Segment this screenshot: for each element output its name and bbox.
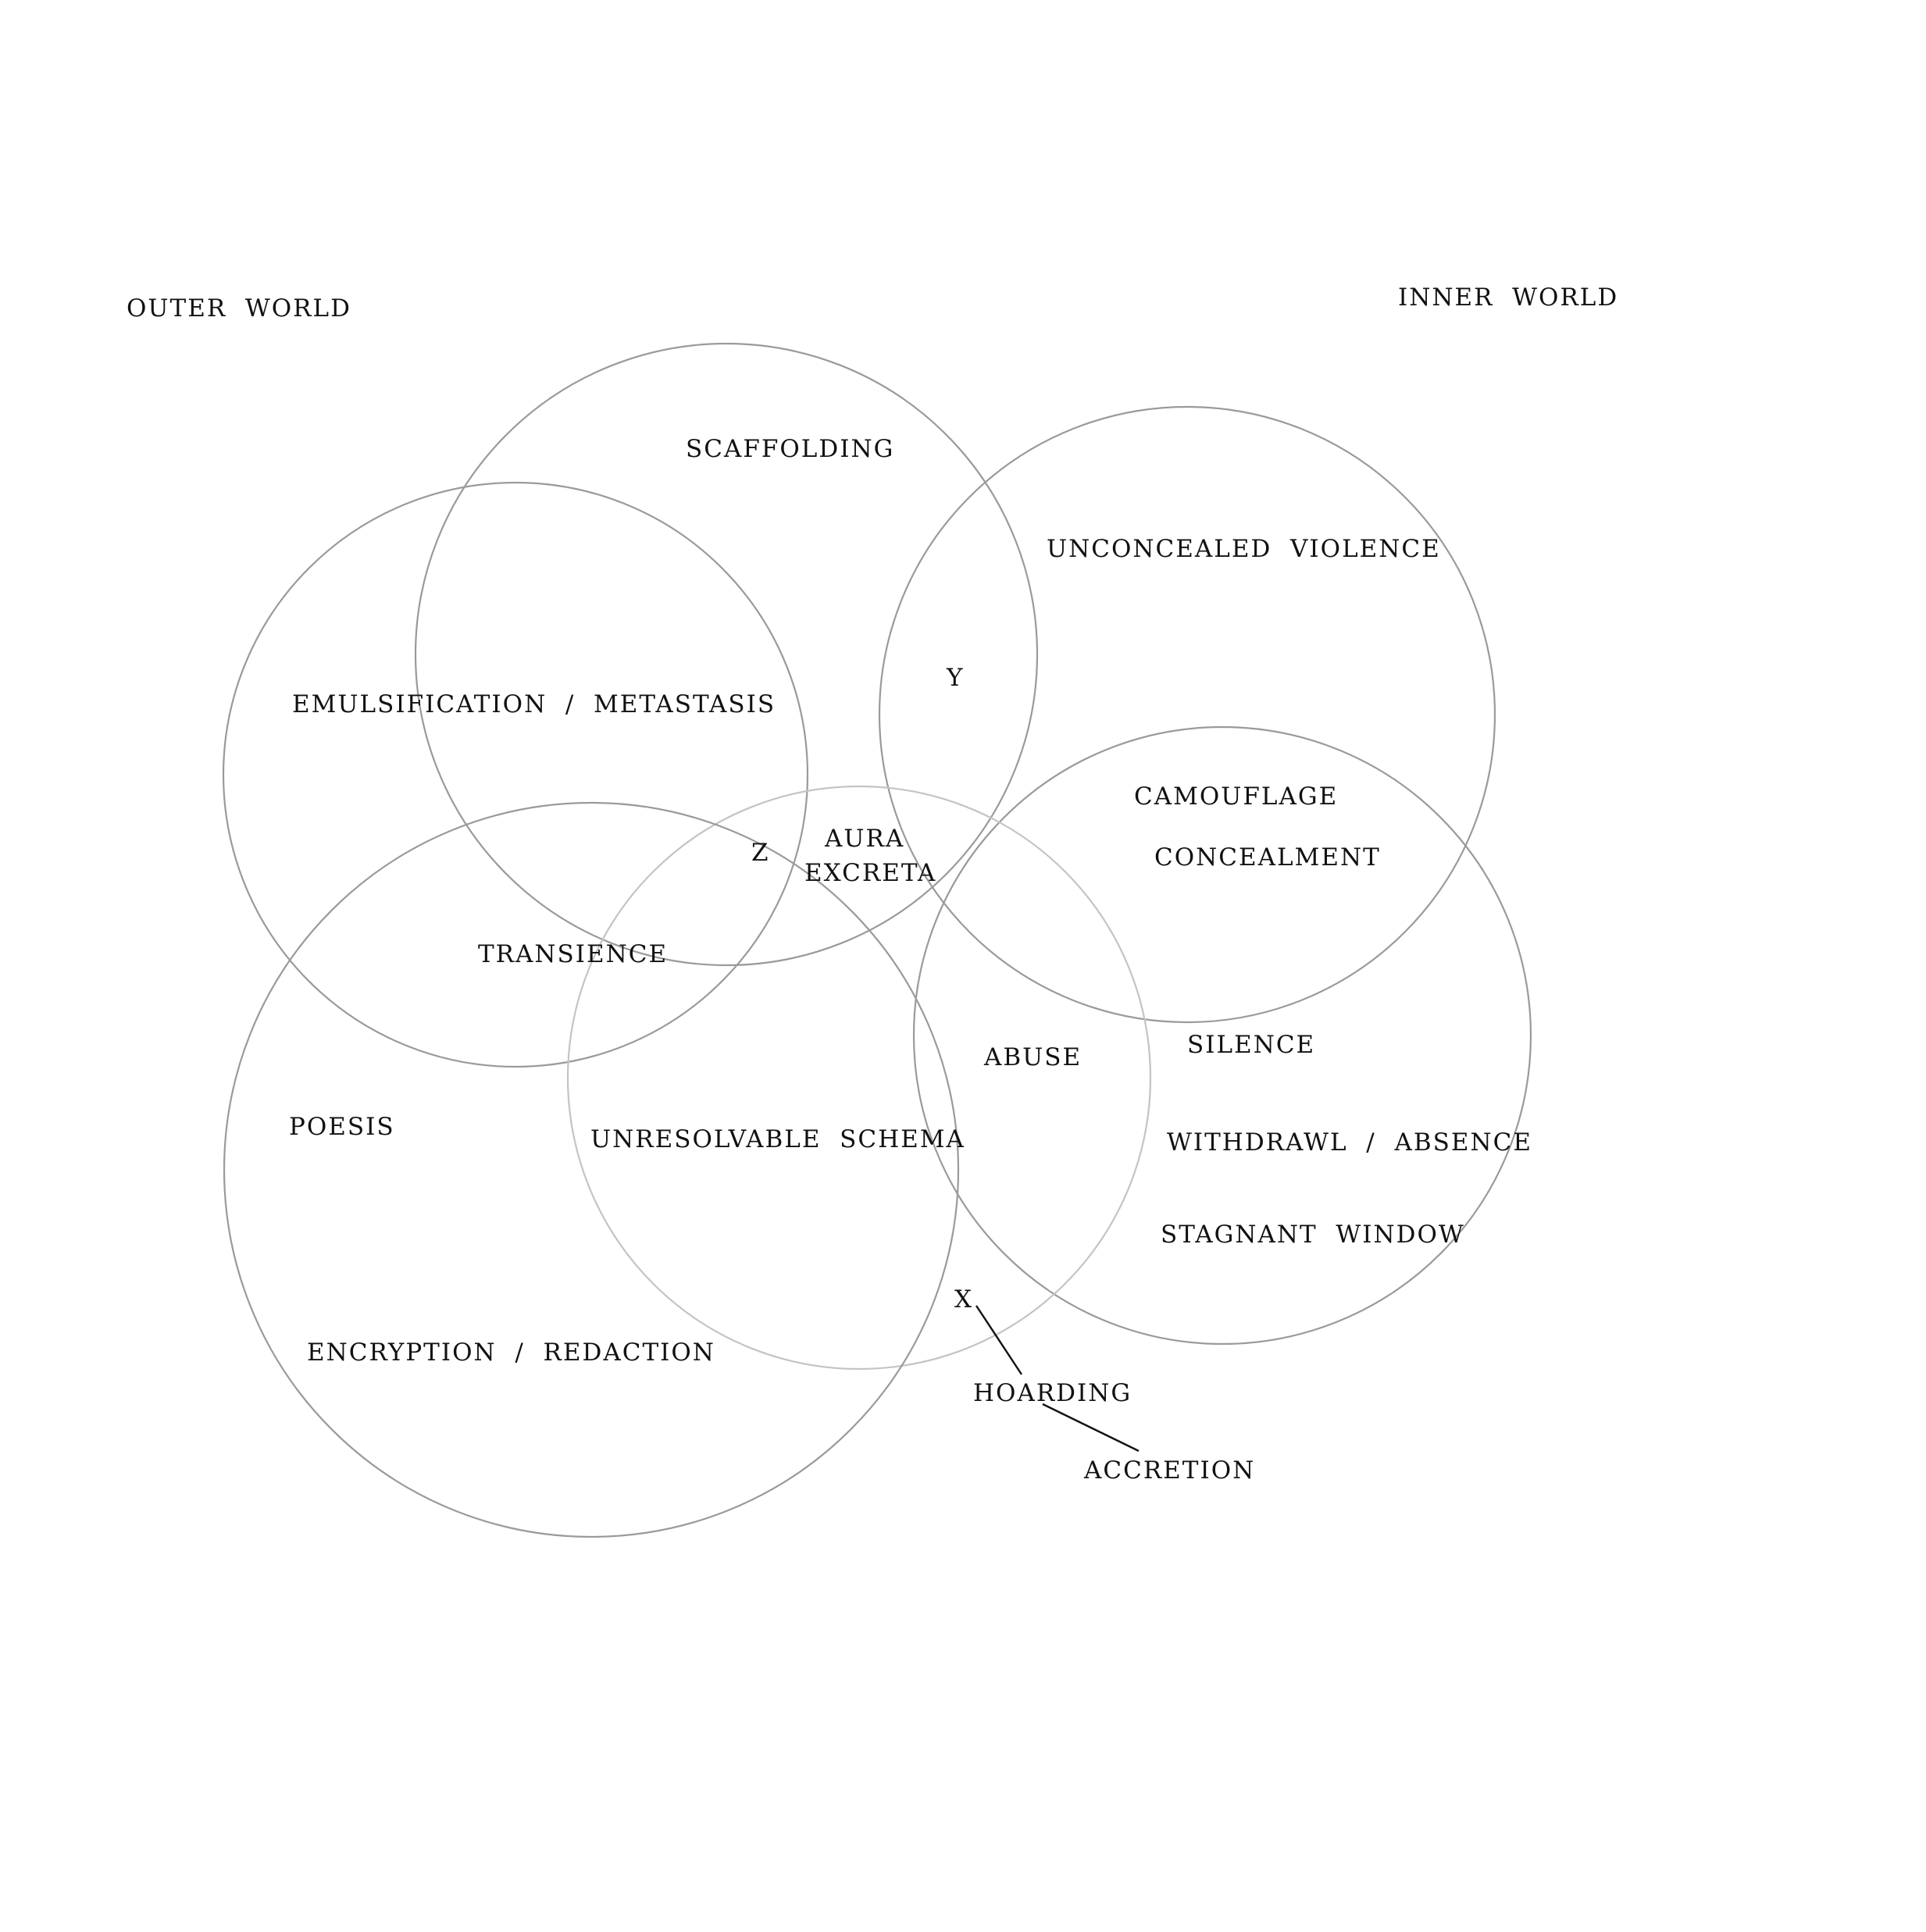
leader-hoarding-accretion (1042, 1403, 1140, 1453)
circle-scaffolding (414, 342, 1039, 967)
label-z: Z (751, 839, 770, 867)
label-emulsification-metastasis: EMULSIFICATION / METASTASIS (292, 690, 776, 718)
label-x: X (954, 1285, 973, 1314)
label-scaffolding: SCAFFOLDING (686, 435, 894, 463)
label-concealment: CONCEALMENT (1154, 843, 1381, 872)
label-hoarding: HOARDING (973, 1379, 1132, 1407)
label-excreta: EXCRETA (804, 859, 936, 887)
inner-world-heading: INNER WORLD (1398, 283, 1618, 312)
label-stagnant-window: STAGNANT WINDOW (1161, 1221, 1465, 1249)
label-encryption-redaction: ENCRYPTION / REDACTION (307, 1338, 715, 1367)
label-camouflage: CAMOUFLAGE (1134, 782, 1338, 811)
circle-unconcealed-violence (878, 405, 1496, 1024)
circle-poesis (223, 801, 960, 1538)
label-aura: AURA (824, 825, 904, 853)
leader-x-hoarding (975, 1305, 1023, 1375)
circle-aura-central (566, 785, 1152, 1371)
circle-emulsification (222, 481, 809, 1068)
label-withdrawl-absence: WITHDRAWL / ABSENCE (1167, 1128, 1532, 1157)
label-poesis: POESIS (289, 1113, 395, 1141)
label-silence: SILENCE (1187, 1031, 1315, 1059)
label-y: Y (946, 664, 964, 692)
label-transience: TRANSIENCE (478, 940, 668, 968)
circle-camouflage (912, 725, 1532, 1346)
label-abuse: ABUSE (983, 1043, 1082, 1071)
label-accretion: ACCRETION (1083, 1456, 1255, 1485)
outer-world-heading: OUTER WORLD (127, 294, 351, 323)
label-unresolvable-schema: UNRESOLVABLE SCHEMA (590, 1125, 965, 1153)
label-unconcealed-violence: UNCONCEALED VIOLENCE (1047, 535, 1441, 563)
